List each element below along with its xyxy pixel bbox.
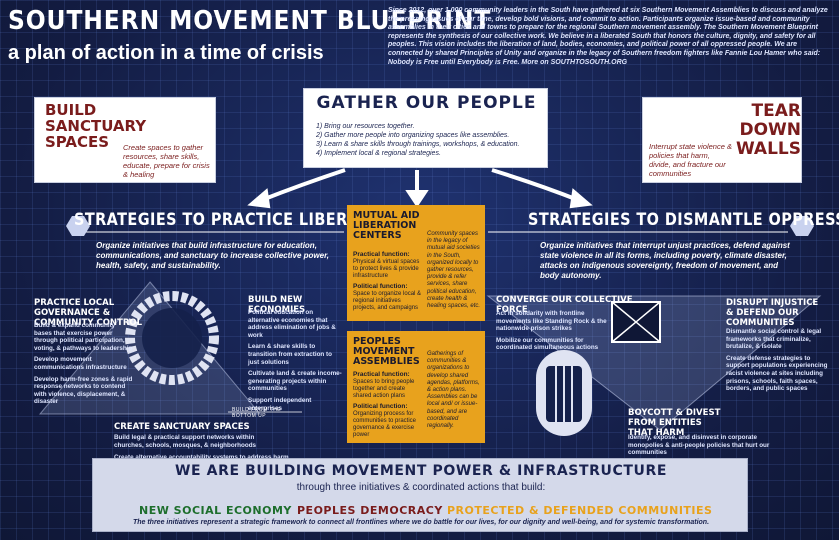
spaces-list: Build legal & practical support networks…: [114, 434, 344, 462]
tear-description: Interrupt state violence & policies that…: [649, 142, 732, 178]
arrow-center: [405, 170, 429, 208]
dismantle-description: Organize initiatives that interrupt unju…: [540, 241, 790, 280]
liberation-description: Organize initiatives that build infrastr…: [96, 241, 329, 270]
list-item: Develop movement communications infrastr…: [34, 356, 127, 371]
page-title: SOUTHERN MOVEMENT BLUEPRINT: [8, 6, 492, 36]
mutual-aid-title: MUTUAL AID LIBERATION CENTERS: [353, 210, 420, 241]
list-item: Identify, expose, and disinvest in corpo…: [628, 434, 770, 457]
list-item: Build legal & practical support networks…: [114, 434, 257, 449]
liberation-heading: STRATEGIES TO PRACTICE LIBERATION: [74, 210, 400, 230]
gather-list: 1) Bring our resources together. 2) Gath…: [316, 122, 544, 158]
arrow-right: [491, 168, 593, 209]
initiative-social-economy: NEW SOCIAL ECONOMY: [139, 504, 292, 517]
assemblies-title: PEOPLES MOVEMENT ASSEMBLIES: [353, 336, 420, 367]
dismantle-heading: STRATEGIES TO DISMANTLE OPPRESSION: [528, 210, 839, 230]
capsule-icon: [536, 350, 592, 436]
tear-title: TEAR DOWN WALLS: [735, 101, 801, 159]
banner-footer: The three initiatives represent a strate…: [132, 519, 710, 526]
boycott-list: Identify, expose, and disinvest in corpo…: [628, 434, 778, 457]
governance-list: Build & expand community bases that exer…: [34, 322, 134, 406]
list-item: Create alternative accountability system…: [114, 454, 344, 462]
disrupt-list: Dismantle social control & legal framewo…: [726, 328, 830, 393]
assemblies-practical-text: Spaces to bring people together and crea…: [353, 379, 415, 399]
list-item: Mobilize our communities for coordinated…: [496, 336, 599, 352]
mutual-practical-label: Practical function:: [353, 251, 410, 258]
governance-heading: PRACTICE LOCAL GOVERNANCE & COMMUNITY CO…: [34, 298, 143, 328]
list-item: Cultivate land & create income-generatin…: [248, 370, 342, 393]
list-item: 2) Gather more people into organizing sp…: [316, 132, 510, 139]
list-item: 1) Bring our resources together.: [316, 123, 415, 130]
converge-heading: CONVERGE OUR COLLECTIVE FORCE: [496, 295, 633, 315]
banner-subtitle: through three initiatives & coordinated …: [296, 482, 546, 493]
list-item: Dismantle social control & legal framewo…: [726, 328, 822, 351]
list-item: 3) Learn & share skills through training…: [316, 141, 520, 148]
list-item: Support independent enterprises: [248, 396, 312, 412]
mutual-political-label: Political function:: [353, 283, 408, 290]
list-item: Learn & share skills to transition from …: [248, 343, 332, 366]
gather-title: GATHER OUR PEOPLE: [316, 93, 537, 113]
page-subtitle: a plan of action in a time of crisis: [8, 42, 324, 64]
disrupt-heading: DISRUPT INJUSTICE & DEFEND OUR COMMUNITI…: [726, 298, 819, 328]
banner-title: WE ARE BUILDING MOVEMENT POWER & INFRAST…: [174, 463, 668, 479]
list-item: 4) Implement local & regional strategies…: [316, 150, 441, 157]
intro-paragraph: Since 2012, over 1,000 community leaders…: [388, 7, 828, 66]
bottom-banner: WE ARE BUILDING MOVEMENT POWER & INFRAST…: [92, 458, 748, 532]
economies-list: Political education on alternative econo…: [248, 309, 344, 412]
assemblies-political-text: Organizing process for communities to pr…: [353, 411, 417, 438]
initiative-protected-communities: PROTECTED & DEFENDED COMMUNITIES: [447, 504, 713, 517]
sanctuary-description: Create spaces to gather resources, share…: [123, 143, 210, 179]
list-item: Develop harm-free zones & rapid response…: [34, 375, 133, 406]
sanctuary-title: BUILD SANCTUARY SPACES: [45, 101, 147, 151]
tear-box: TEAR DOWN WALLS Interrupt state violence…: [642, 97, 802, 183]
sanctuary-box: BUILD SANCTUARY SPACES Create spaces to …: [34, 97, 216, 183]
mutual-side-text: Community spaces in the legacy of mutual…: [427, 231, 481, 310]
assemblies-political-label: Political function:: [353, 403, 408, 410]
economies-heading: BUILD NEW ECONOMIES: [248, 295, 306, 315]
arrow-left: [247, 168, 346, 209]
list-item: Create defense strategies to support pop…: [726, 354, 828, 393]
list-item: Act in solidarity with frontline movemen…: [496, 310, 607, 333]
build-bottom-up-label: BUILD FROM THE BOTTOM UP: [232, 407, 282, 419]
list-item: Build & expand community bases that exer…: [34, 322, 133, 352]
assemblies-side-text: Gatherings of communities & organization…: [427, 351, 480, 430]
mutual-aid-box: MUTUAL AID LIBERATION CENTERS Practical …: [347, 205, 485, 321]
list-item: Political education on alternative econo…: [248, 309, 336, 339]
mutual-political-text: Space to organize local & regional initi…: [353, 291, 422, 311]
assemblies-practical-label: Practical function:: [353, 371, 410, 378]
initiative-peoples-democracy: PEOPLES DEMOCRACY: [297, 504, 443, 517]
gather-box: GATHER OUR PEOPLE 1) Bring our resources…: [303, 88, 548, 168]
assemblies-box: PEOPLES MOVEMENT ASSEMBLIES Practical fu…: [347, 331, 485, 443]
mutual-practical-text: Physical & virtual spaces to protect liv…: [353, 259, 420, 279]
converge-list: Act in solidarity with frontline movemen…: [496, 310, 614, 352]
spaces-heading: CREATE SANCTUARY SPACES: [114, 422, 250, 432]
boycott-heading: BOYCOTT & DIVEST FROM ENTITIES THAT HARM: [628, 408, 721, 438]
